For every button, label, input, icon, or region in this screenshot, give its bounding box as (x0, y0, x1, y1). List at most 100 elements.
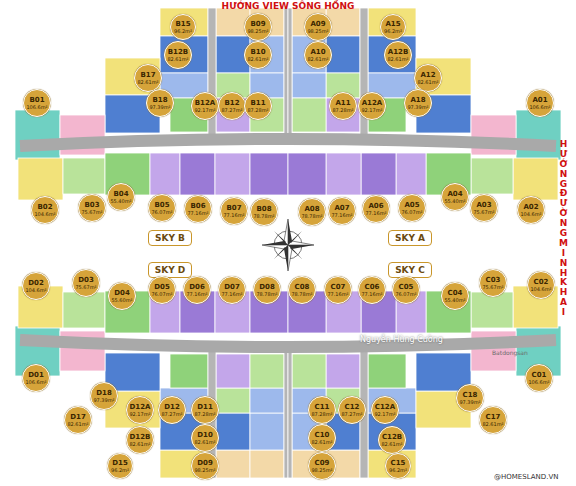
unit-area: 77.16m² (223, 213, 244, 218)
unit-circle: B0677.16m² (184, 195, 212, 223)
apartment-blocks (15, 8, 561, 478)
unit-code: C06 (365, 284, 380, 291)
apartment-unit (326, 354, 360, 388)
corridor (20, 139, 556, 146)
tower-box: SKY B (148, 230, 192, 246)
unit-code: A15 (385, 21, 400, 28)
apartment-unit (284, 348, 288, 478)
unit-code: A12A (362, 100, 383, 107)
unit-circle: B02104.6m² (31, 196, 59, 224)
unit-area: 77.16m² (221, 292, 242, 297)
unit-code: D01 (28, 372, 44, 379)
unit-area: 77.16m² (361, 292, 382, 297)
unit-area: 98.25m² (247, 29, 268, 34)
unit-circle: B0576.07m² (148, 194, 176, 222)
unit-circle: A0375.67m² (470, 194, 498, 222)
unit-code: C01 (532, 372, 547, 379)
unit-area: 77.16m² (365, 211, 386, 216)
unit-code: C12B (382, 434, 402, 441)
unit-code: A06 (368, 203, 383, 210)
unit-code: B09 (250, 21, 265, 28)
unit-area: 75.67m² (75, 285, 96, 290)
unit-area: 98.25m² (307, 29, 328, 34)
unit-code: A11 (335, 100, 350, 107)
unit-circle: D0576.07m² (148, 276, 176, 304)
unit-circle: A1897.39m² (404, 89, 432, 117)
unit-code: D12A (130, 404, 151, 411)
unit-circle: D1187.28m² (191, 396, 219, 424)
unit-area: 82.61m² (307, 57, 328, 62)
unit-code: D15 (112, 460, 128, 467)
unit-area: 78.78m² (256, 292, 277, 297)
unit-area: 78.78m² (253, 214, 274, 219)
apartment-unit (368, 8, 416, 36)
unit-code: B12 (224, 100, 239, 107)
unit-circle: C0576.07m² (392, 276, 420, 304)
unit-code: B05 (154, 202, 169, 209)
unit-code: B12A (195, 100, 216, 107)
unit-circle: D02104.6m² (22, 272, 50, 300)
watermark: Nguyễn Hùng Cường (360, 335, 443, 344)
unit-code: A10 (310, 49, 325, 56)
unit-area: 106.6m² (26, 105, 47, 110)
unit-code: B17 (140, 72, 155, 79)
unit-code: D11 (197, 404, 213, 411)
unit-circle: D1287.27m² (158, 396, 186, 424)
unit-area: 82.61m² (67, 422, 88, 427)
unit-code: SKY D (155, 265, 186, 275)
unit-circle: D0375.67m² (72, 269, 100, 297)
unit-area: 75.67m² (81, 210, 102, 215)
unit-code: C05 (399, 284, 414, 291)
unit-circle: A1596.2m² (380, 14, 406, 40)
unit-area: 78.78m² (301, 214, 322, 219)
unit-area: 98.25m² (311, 468, 332, 473)
unit-circle: A01106.6m² (526, 89, 554, 117)
unit-area: 106.6m² (25, 380, 46, 385)
unit-area: 87.28m² (247, 108, 268, 113)
road-direction: HƯỚNG ĐƯỜNG MINH KHAI (559, 140, 568, 318)
unit-area: 82.61m² (482, 422, 503, 427)
unit-circle: C0677.16m² (358, 276, 386, 304)
unit-code: C17 (486, 414, 501, 421)
unit-circle: C1782.61m² (479, 406, 507, 434)
unit-code: B01 (29, 97, 44, 104)
unit-circle: B0998.25m² (244, 13, 272, 41)
unit-circle: B0375.67m² (78, 194, 106, 222)
unit-circle: C1082.61m² (308, 424, 336, 452)
unit-code: C02 (534, 279, 549, 286)
unit-code: B18 (152, 97, 167, 104)
unit-code: C18 (463, 392, 478, 399)
unit-code: A08 (304, 206, 319, 213)
unit-area: 77.16m² (187, 211, 208, 216)
unit-circle: B12A92.17m² (191, 92, 219, 120)
apartment-unit (516, 110, 561, 160)
unit-area: 97.39m² (459, 400, 480, 405)
unit-area: 97.39m² (407, 105, 428, 110)
unit-circle: A02104.6m² (517, 196, 545, 224)
unit-code: A04 (447, 191, 462, 198)
unit-circle: A0998.25m² (304, 13, 332, 41)
unit-code: A05 (404, 202, 419, 209)
unit-area: 55.40m² (444, 298, 465, 303)
apartment-unit (150, 153, 180, 195)
unit-circle: C1596.2m² (385, 453, 411, 479)
unit-area: 97.39m² (93, 398, 114, 403)
unit-area: 82.61m² (137, 80, 158, 85)
apartment-unit (250, 354, 284, 388)
unit-circle: C1287.27m² (338, 396, 366, 424)
unit-circle: D0878.78m² (253, 276, 281, 304)
unit-circle: D1782.61m² (64, 406, 92, 434)
apartment-unit (180, 153, 215, 195)
unit-area: 82.61m² (129, 442, 150, 447)
unit-circle: B0455.40m² (107, 183, 135, 211)
unit-area: 82.61m² (381, 442, 402, 447)
unit-code: B08 (256, 206, 271, 213)
unit-area: 92.17m² (361, 108, 382, 113)
unit-circle: C0878.78m² (288, 276, 316, 304)
unit-area: 92.17m² (129, 412, 150, 417)
unit-code: B07 (226, 205, 241, 212)
unit-circle: B12B82.61m² (164, 41, 192, 69)
unit-code: D03 (78, 277, 94, 284)
unit-code: B10 (250, 49, 265, 56)
unit-area: 75.67m² (482, 285, 503, 290)
